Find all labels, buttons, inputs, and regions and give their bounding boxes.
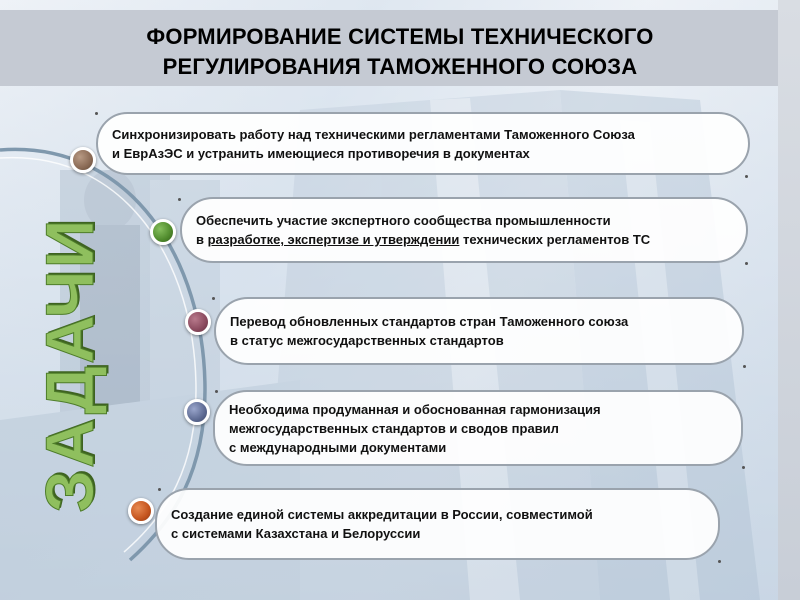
- decor-dot: [745, 262, 748, 265]
- decor-dot: [178, 198, 181, 201]
- task-2-line-1: Обеспечить участие экспертного сообществ…: [196, 213, 611, 228]
- task-2-line-2-start: в: [196, 232, 208, 247]
- slide-title: ФОРМИРОВАНИЕ СИСТЕМЫ ТЕХНИЧЕСКОГО РЕГУЛИ…: [0, 22, 800, 82]
- task-item-4: Необходима продуманная и обоснованная га…: [213, 390, 743, 466]
- right-decor-strip: [778, 0, 800, 600]
- bullet-marker-3: [185, 309, 211, 335]
- decor-dot: [743, 365, 746, 368]
- task-3-line-1: Перевод обновленных стандартов стран Там…: [230, 314, 629, 329]
- bullet-marker-5: [128, 498, 154, 524]
- title-line-2: РЕГУЛИРОВАНИЯ ТАМОЖЕННОГО СОЮЗА: [162, 54, 638, 79]
- task-3-line-2: в статус межгосударственных стандартов: [230, 333, 504, 348]
- decor-dot: [745, 175, 748, 178]
- decor-dot: [158, 488, 161, 491]
- decor-dot: [215, 390, 218, 393]
- task-item-2: Обеспечить участие экспертного сообществ…: [180, 197, 748, 263]
- task-2-underlined-phrase: разработке, экспертизе и утверждении: [207, 232, 460, 247]
- decor-dot: [95, 112, 98, 115]
- bullet-marker-1: [70, 147, 96, 173]
- tasks-side-label: ЗАДАЧИ: [32, 217, 109, 513]
- task-2-line-2: в разработке, экспертизе и утверждении т…: [196, 230, 650, 249]
- title-line-1: ФОРМИРОВАНИЕ СИСТЕМЫ ТЕХНИЧЕСКОГО: [146, 24, 654, 49]
- task-2-line-2-end: технических регламентов ТС: [459, 232, 651, 247]
- task-5-line-1: Создание единой системы аккредитации в Р…: [171, 507, 593, 522]
- title-bar: [0, 10, 780, 86]
- task-5-line-2: с системами Казахстана и Белоруссии: [171, 526, 421, 541]
- task-4-line-3: с международными документами: [229, 439, 447, 455]
- task-item-1: Синхронизировать работу над техническими…: [96, 112, 750, 175]
- task-item-5: Создание единой системы аккредитации в Р…: [155, 488, 720, 560]
- bullet-marker-4: [184, 399, 210, 425]
- decor-dot: [718, 560, 721, 563]
- decor-dot: [742, 466, 745, 469]
- task-1-line-1: Синхронизировать работу над техническими…: [112, 126, 635, 142]
- task-4-line-2: межгосударственных стандартов и сводов п…: [229, 420, 559, 436]
- task-1-line-2: и ЕврАзЭС и устранить имеющиеся противор…: [112, 145, 530, 161]
- task-4-line-1: Необходима продуманная и обоснованная га…: [229, 401, 601, 417]
- task-item-3: Перевод обновленных стандартов стран Там…: [214, 297, 744, 365]
- decor-dot: [212, 297, 215, 300]
- bullet-marker-2: [150, 219, 176, 245]
